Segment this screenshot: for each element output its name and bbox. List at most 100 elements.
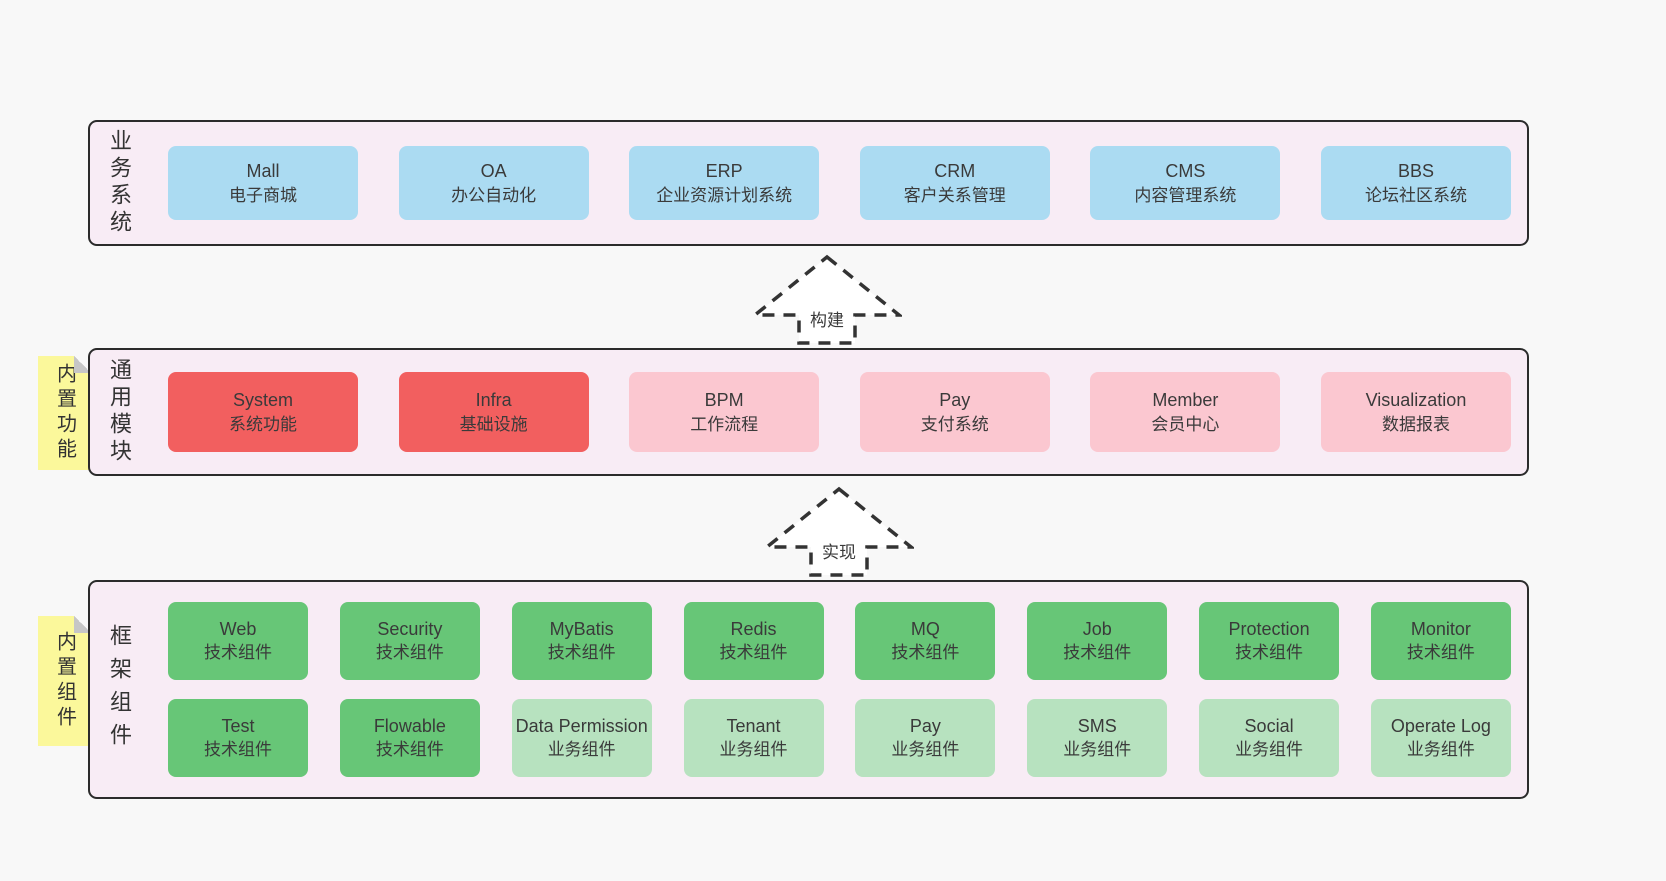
business-systems-row: Mall 电子商城 OA 办公自动化 ERP 企业资源计划系统 CRM 客户关系… — [130, 146, 1527, 220]
box-operate-log: Operate Log 业务组件 — [1370, 699, 1511, 777]
box-title: CRM — [934, 160, 976, 181]
folded-corner-icon — [74, 356, 91, 373]
box-subtitle: 技术组件 — [719, 642, 788, 662]
box-bpm: BPM 工作流程 — [629, 372, 820, 452]
box-subtitle: 企业资源计划系统 — [656, 185, 793, 205]
dashed-up-arrow-icon — [764, 486, 914, 577]
box-title: Test — [221, 716, 255, 737]
panel-business-systems: 业务系统 Mall 电子商城 OA 办公自动化 ERP 企业资源计划系统 CRM… — [88, 120, 1529, 246]
box-subtitle: 系统功能 — [229, 414, 297, 434]
panel-framework-components: 框架组件 Web 技术组件 Security 技术组件 MyBatis 技术组件… — [88, 580, 1529, 799]
box-subtitle: 支付系统 — [920, 414, 989, 434]
box-subtitle: 技术组件 — [547, 642, 616, 662]
box-subtitle: 技术组件 — [1235, 642, 1304, 662]
box-member: Member 会员中心 — [1090, 372, 1281, 452]
box-security: Security 技术组件 — [339, 602, 480, 680]
box-subtitle: 办公自动化 — [451, 185, 537, 205]
box-title: Operate Log — [1390, 716, 1491, 737]
panel-label-framework-components: 框架组件 — [107, 623, 132, 756]
box-title: Visualization — [1365, 389, 1467, 410]
box-title: BBS — [1397, 160, 1434, 181]
box-flowable: Flowable 技术组件 — [339, 699, 480, 777]
sticky-note-label: 内置功能 — [53, 363, 76, 463]
box-subtitle: 内容管理系统 — [1134, 185, 1237, 205]
implement-arrow-label: 实现 — [820, 538, 858, 563]
box-title: Web — [219, 619, 257, 640]
box-title: Monitor — [1410, 619, 1471, 640]
box-title: Job — [1082, 619, 1112, 640]
box-mq: MQ 技术组件 — [855, 602, 996, 680]
box-subtitle: 会员中心 — [1151, 414, 1220, 434]
box-title: Data Permission — [515, 716, 648, 737]
common-modules-row: System 系统功能 Infra 基础设施 BPM 工作流程 Pay 支付系统… — [130, 372, 1527, 452]
box-visualization: Visualization 数据报表 — [1320, 372, 1511, 452]
box-test: Test 技术组件 — [168, 699, 308, 777]
box-title: Pay — [939, 389, 971, 410]
box-title: SMS — [1077, 716, 1117, 737]
box-title: Infra — [475, 389, 512, 410]
box-title: ERP — [705, 160, 743, 181]
box-subtitle: 技术组件 — [204, 642, 272, 662]
box-subtitle: 客户关系管理 — [903, 185, 1006, 205]
box-title: Tenant — [726, 716, 781, 737]
build-arrow-label: 构建 — [808, 306, 846, 331]
box-mall: Mall 电子商城 — [168, 146, 358, 220]
box-subtitle: 电子商城 — [229, 185, 297, 205]
build-arrow: 构建 — [752, 254, 902, 346]
box-pay-module: Pay 支付系统 — [859, 372, 1050, 452]
box-subtitle: 业务组件 — [719, 739, 788, 759]
box-social: Social 业务组件 — [1199, 699, 1340, 777]
box-title: Member — [1152, 389, 1219, 410]
box-title: Protection — [1228, 619, 1310, 640]
box-title: System — [232, 389, 293, 410]
box-oa: OA 办公自动化 — [398, 146, 589, 220]
box-data-permission: Data Permission 业务组件 — [511, 699, 652, 777]
sticky-note-built-in-components: 内置组件 — [38, 616, 91, 746]
sticky-note-label: 内置组件 — [53, 631, 76, 731]
box-title: CMS — [1165, 160, 1206, 181]
box-subtitle: 业务组件 — [891, 739, 960, 759]
box-title: Social — [1244, 716, 1294, 737]
box-subtitle: 技术组件 — [1063, 642, 1132, 662]
box-pay-component: Pay 业务组件 — [855, 699, 996, 777]
framework-components-grid: Web 技术组件 Security 技术组件 MyBatis 技术组件 Redi… — [130, 602, 1527, 777]
box-job: Job 技术组件 — [1027, 602, 1168, 680]
box-sms: SMS 业务组件 — [1027, 699, 1168, 777]
box-subtitle: 技术组件 — [375, 739, 444, 759]
box-subtitle: 技术组件 — [375, 642, 444, 662]
box-redis: Redis 技术组件 — [683, 602, 824, 680]
box-subtitle: 业务组件 — [547, 739, 616, 759]
box-monitor: Monitor 技术组件 — [1370, 602, 1511, 680]
box-subtitle: 技术组件 — [204, 739, 272, 759]
box-web: Web 技术组件 — [168, 602, 308, 680]
box-subtitle: 工作流程 — [690, 414, 759, 434]
implement-arrow: 实现 — [764, 486, 914, 578]
box-title: MQ — [910, 619, 940, 640]
box-infra: Infra 基础设施 — [398, 372, 589, 452]
box-title: BPM — [704, 389, 744, 410]
panel-label-common-modules: 通用模块 — [107, 358, 132, 466]
box-tenant: Tenant 业务组件 — [683, 699, 824, 777]
box-protection: Protection 技术组件 — [1199, 602, 1340, 680]
box-title: MyBatis — [549, 619, 614, 640]
box-subtitle: 基础设施 — [459, 414, 528, 434]
box-title: Redis — [730, 619, 777, 640]
box-subtitle: 论坛社区系统 — [1364, 185, 1467, 205]
panel-common-modules: 通用模块 System 系统功能 Infra 基础设施 BPM 工作流程 Pay… — [88, 348, 1529, 476]
box-title: OA — [480, 160, 507, 181]
sticky-note-built-in-features: 内置功能 — [38, 356, 91, 470]
box-mybatis: MyBatis 技术组件 — [511, 602, 652, 680]
box-subtitle: 数据报表 — [1381, 414, 1450, 434]
box-subtitle: 业务组件 — [1406, 739, 1475, 759]
folded-corner-icon — [74, 616, 91, 633]
box-crm: CRM 客户关系管理 — [859, 146, 1050, 220]
box-subtitle: 技术组件 — [891, 642, 960, 662]
dashed-up-arrow-icon — [752, 254, 902, 345]
box-subtitle: 业务组件 — [1063, 739, 1132, 759]
box-erp: ERP 企业资源计划系统 — [629, 146, 820, 220]
box-title: Security — [377, 619, 443, 640]
box-subtitle: 技术组件 — [1406, 642, 1475, 662]
box-cms: CMS 内容管理系统 — [1090, 146, 1281, 220]
box-title: Mall — [246, 160, 280, 181]
box-subtitle: 业务组件 — [1235, 739, 1304, 759]
